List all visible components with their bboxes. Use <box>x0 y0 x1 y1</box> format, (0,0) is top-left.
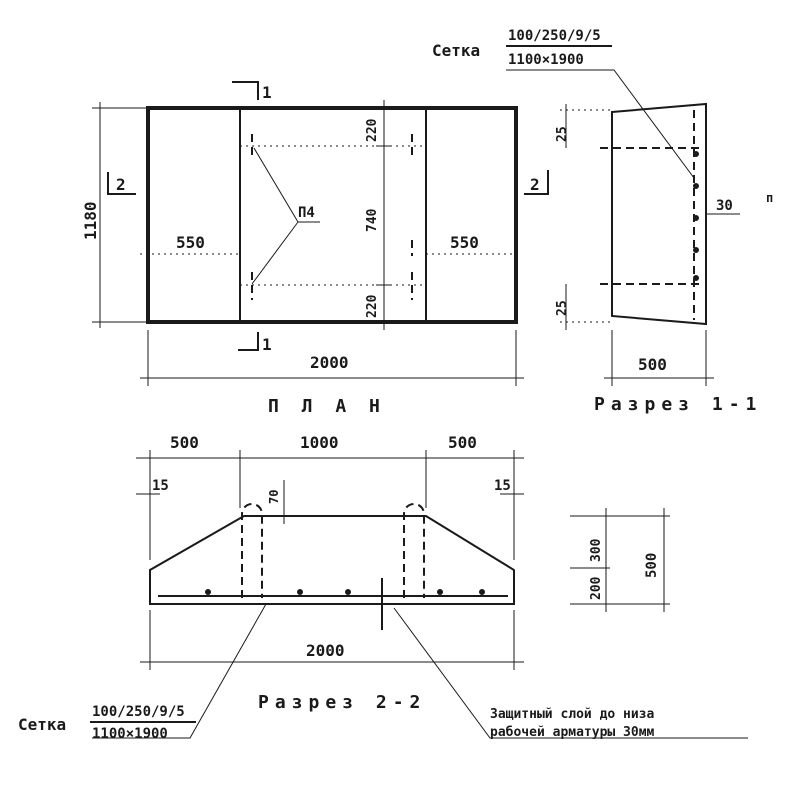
section11-width: 500 <box>638 355 667 374</box>
rebar-dot <box>693 151 699 157</box>
section11-outline <box>611 102 707 326</box>
rebar-dot <box>345 589 351 595</box>
section-1-top-label: 1 <box>262 83 272 102</box>
section11-title: Разрез 1-1 <box>594 394 762 415</box>
mesh-numerator: 100/250/9/5 <box>508 28 601 44</box>
mesh-bottom-denominator: 1100×1900 <box>92 726 168 742</box>
mesh-leader <box>506 69 695 179</box>
dim-right-span: 550 <box>450 233 479 252</box>
plan-title: П Л А Н <box>268 396 386 417</box>
mesh-callout-bottom: Сетка 100/250/9/5 1100×1900 <box>18 603 267 742</box>
dim-left-span: 550 <box>176 233 205 252</box>
rebar-dot <box>437 589 443 595</box>
section22-right: 500 <box>448 433 477 452</box>
mark-p4: П4 <box>298 205 315 221</box>
dim-width-total: 2000 <box>310 353 349 372</box>
section-marker-1-top <box>232 81 259 100</box>
lifting-loop-left <box>241 503 263 598</box>
p4-leader <box>253 147 299 223</box>
mesh-callout-top: Сетка 100/250/9/5 1100×1900 <box>432 28 695 179</box>
section-2-left-label: 2 <box>116 175 126 194</box>
section-2-2: 500 1000 500 15 15 70 2000 300 200 500 Р… <box>136 433 670 713</box>
mesh-denominator: 1100×1900 <box>508 52 584 68</box>
section22-h-upper: 300 <box>589 538 604 562</box>
plan-outline <box>146 106 518 324</box>
section-marker-1-bottom <box>238 332 259 351</box>
section-1-bottom-label: 1 <box>262 335 272 354</box>
section-1-1: 25 25 30 п 500 Разрез 1-1 <box>555 102 773 415</box>
dim-bottom-offset: 220 <box>365 294 380 318</box>
cover-note: Защитный слой до низа рабочей арматуры 3… <box>393 607 748 740</box>
section22-loop-height: 70 <box>267 490 281 504</box>
section-marker-2-left <box>107 172 136 195</box>
dim-mid-height: 740 <box>365 208 380 232</box>
section11-side-cover: 30 <box>716 198 733 214</box>
section22-edge-left: 15 <box>152 478 169 494</box>
rebar-dot <box>205 589 211 595</box>
section22-mid: 1000 <box>300 433 339 452</box>
section-2-right-label: 2 <box>530 175 540 194</box>
note-leader <box>393 607 748 739</box>
stray-mark: п <box>766 191 773 205</box>
rebar-dot <box>693 183 699 189</box>
mesh-label: Сетка <box>432 41 480 60</box>
section22-title: Разрез 2-2 <box>258 692 426 713</box>
dim-top-offset: 220 <box>365 118 380 142</box>
section22-h-lower: 200 <box>589 576 604 600</box>
rebar-dot <box>479 589 485 595</box>
rebar-dot <box>693 247 699 253</box>
section11-bottom-cover: 25 <box>555 300 570 316</box>
mesh-bottom-leader <box>92 603 267 739</box>
section22-h-total: 500 <box>644 553 660 578</box>
rebar-dot <box>297 589 303 595</box>
section22-left: 500 <box>170 433 199 452</box>
rebar-dot <box>693 275 699 281</box>
p4-leader <box>251 221 299 285</box>
rebar-dot <box>693 215 699 221</box>
section11-top-cover: 25 <box>555 126 570 142</box>
note-line-2: рабочей арматуры 30мм <box>490 725 655 740</box>
mesh-bottom-label: Сетка <box>18 715 66 734</box>
section22-total: 2000 <box>306 641 345 660</box>
dim-height-total: 1180 <box>81 201 100 240</box>
plan-view: П4 220 740 220 550 550 1180 2000 1 1 2 2… <box>81 81 549 417</box>
note-line-1: Защитный слой до низа <box>490 707 655 722</box>
lifting-loop-right <box>403 503 425 598</box>
mesh-bottom-numerator: 100/250/9/5 <box>92 704 185 720</box>
section-marker-2-right <box>524 170 549 195</box>
section22-outline <box>149 515 515 605</box>
section22-edge-right: 15 <box>494 478 511 494</box>
